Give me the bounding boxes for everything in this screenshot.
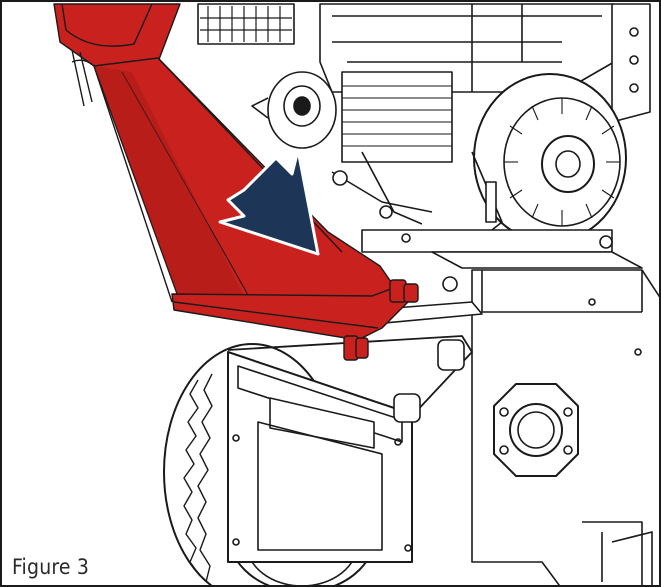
- chipper-housing: [471, 269, 659, 585]
- mounting-plate: [361, 229, 643, 292]
- discharge-panel: [227, 301, 483, 563]
- engine: [197, 3, 651, 243]
- arrow-down-right-icon: [218, 148, 320, 256]
- figure-caption: Figure 3: [12, 555, 90, 579]
